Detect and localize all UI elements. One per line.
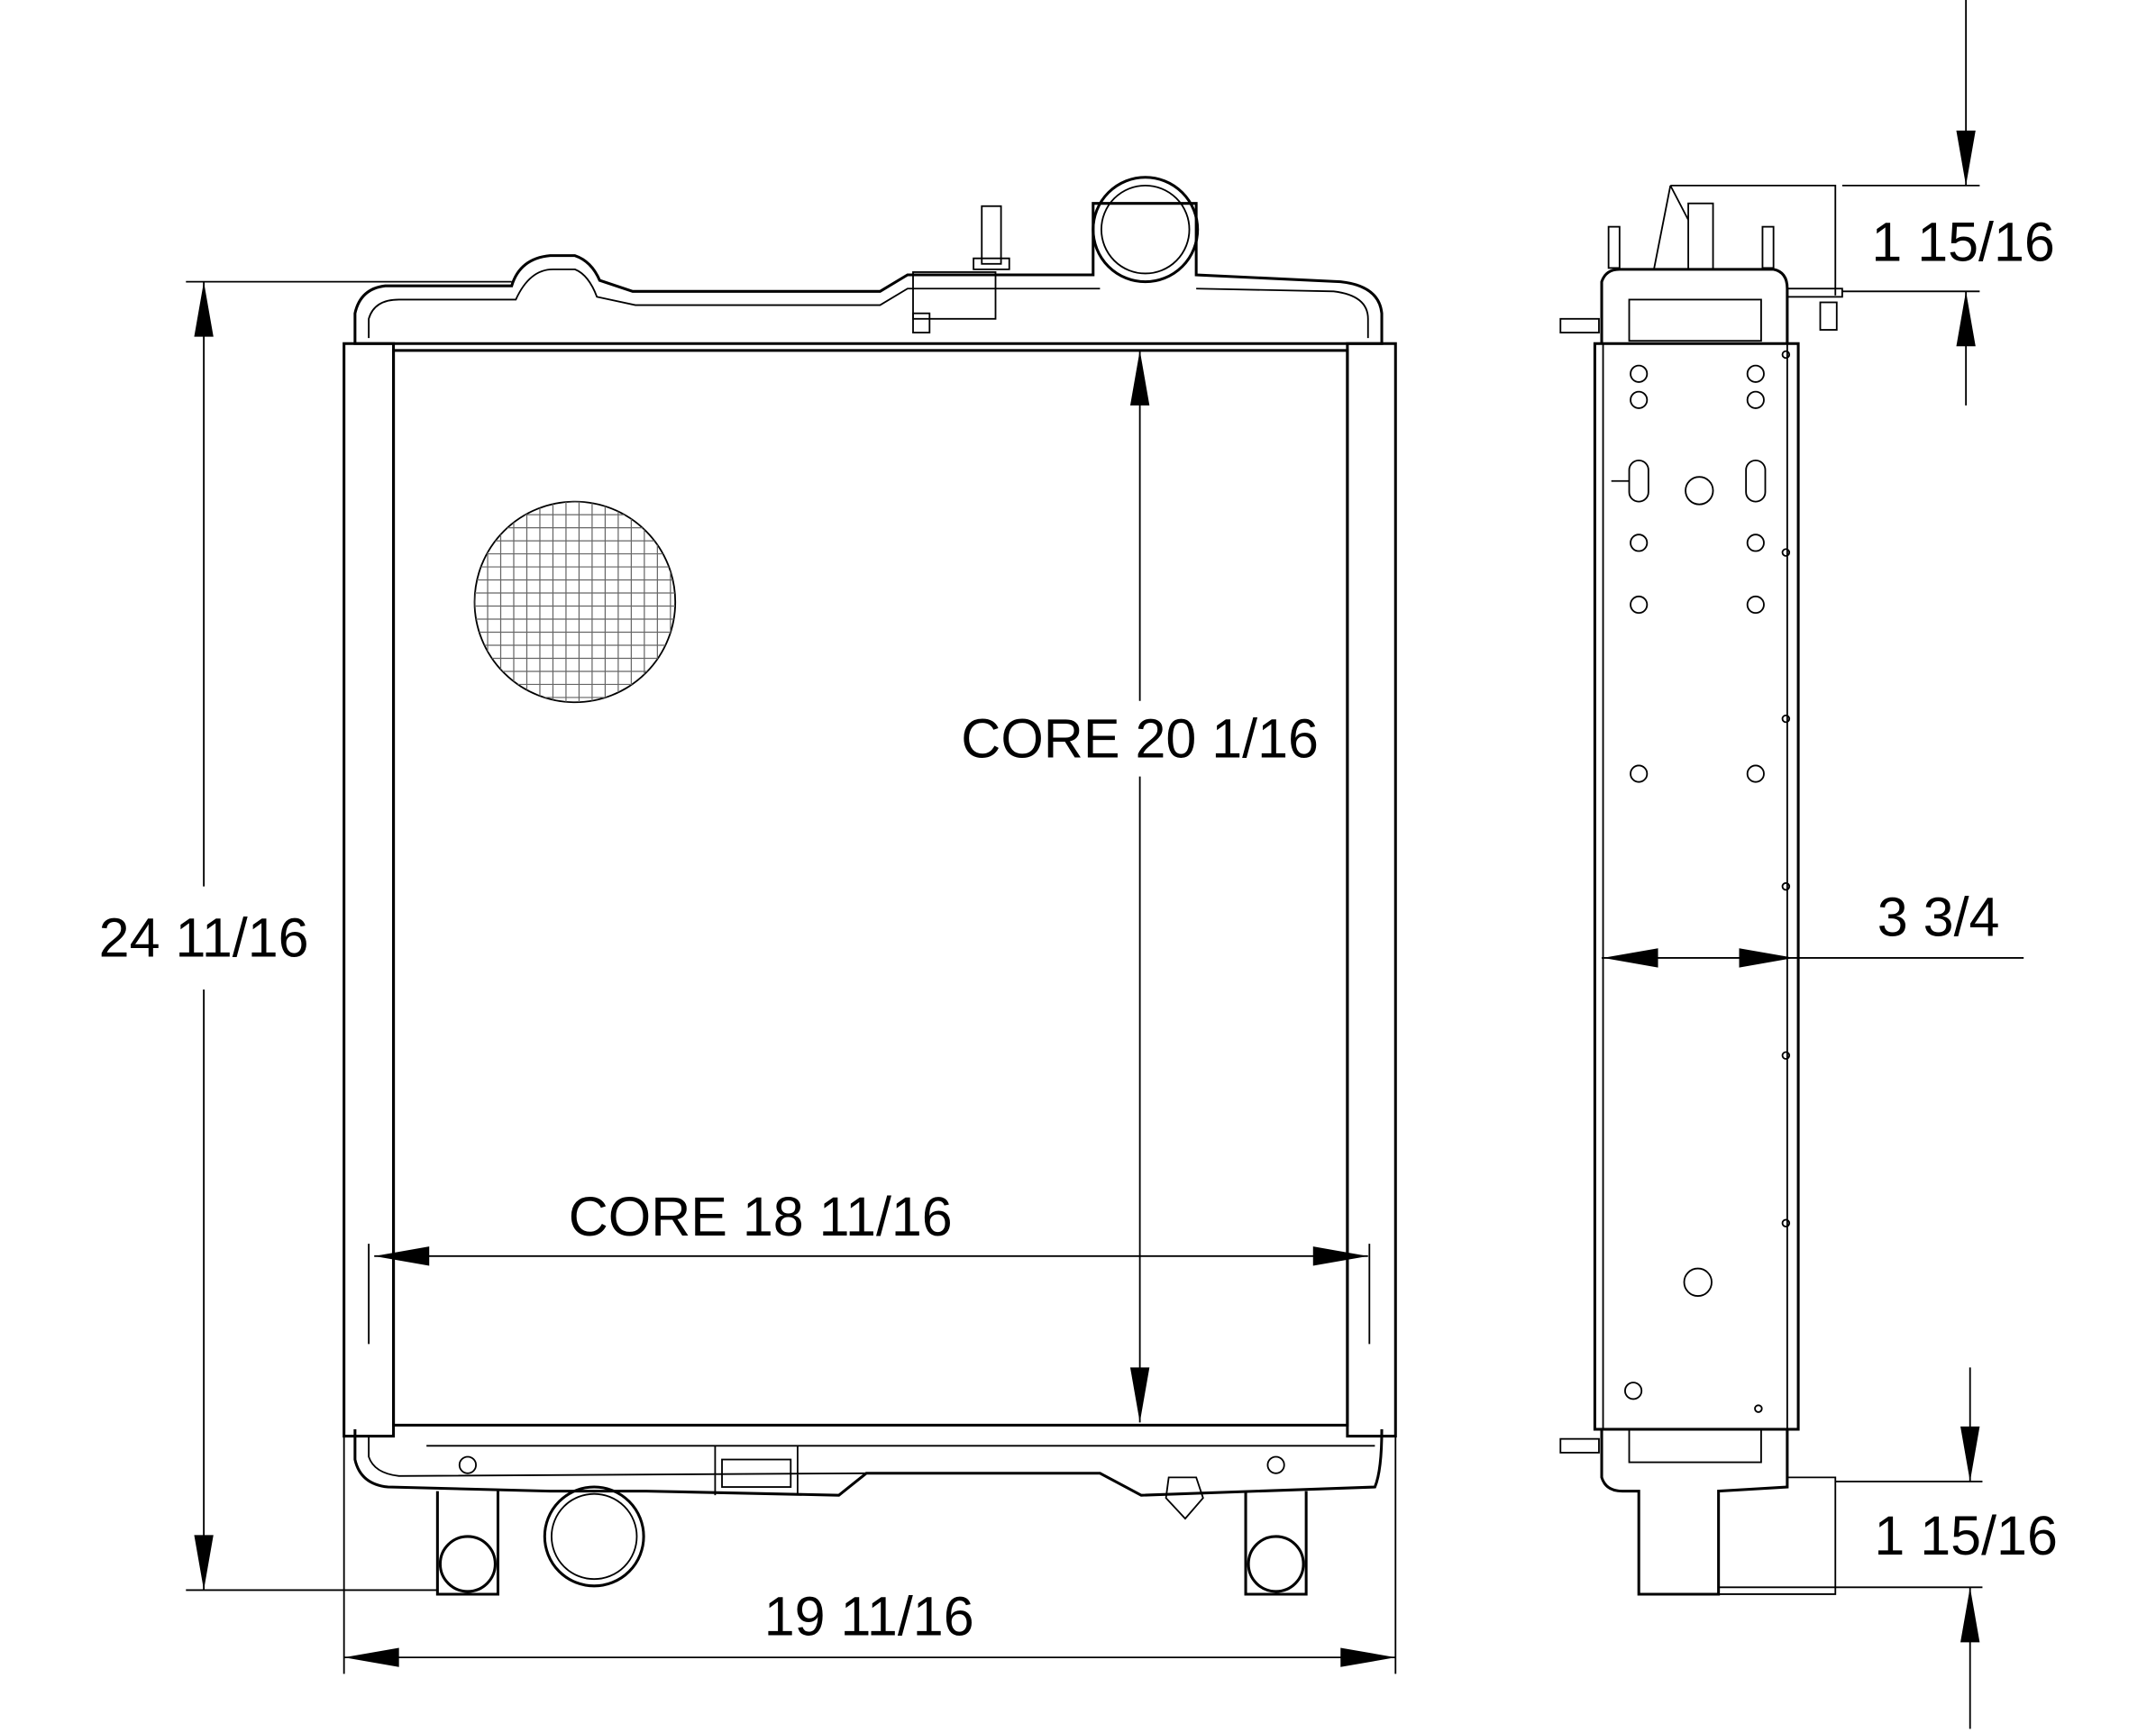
depth-dimension: 3 3/4 bbox=[1602, 887, 2024, 968]
overall-height-label: 24 11/16 bbox=[99, 907, 309, 968]
side-body bbox=[1593, 342, 1800, 1431]
right-side-tank bbox=[1346, 342, 1397, 1438]
hole bbox=[1781, 1051, 1791, 1060]
hole bbox=[1746, 764, 1765, 783]
hole bbox=[1630, 390, 1649, 409]
hole bbox=[1781, 1218, 1791, 1227]
top-tank bbox=[353, 202, 1384, 345]
filler-neck bbox=[1092, 176, 1200, 284]
core-width-label: CORE 18 11/16 bbox=[569, 1186, 953, 1247]
hole bbox=[1746, 595, 1765, 615]
core bbox=[392, 349, 1349, 1427]
bottom-tank-label: 1 15/16 bbox=[1874, 1505, 2057, 1566]
hole bbox=[1746, 364, 1765, 383]
overall-width-label: 19 11/16 bbox=[764, 1586, 974, 1647]
hole bbox=[1630, 764, 1649, 783]
bottom-tank bbox=[353, 1428, 1384, 1596]
mounting-holes bbox=[1624, 350, 1791, 1413]
hole bbox=[1685, 476, 1714, 506]
hole bbox=[1754, 1404, 1763, 1413]
fan-shroud-mesh bbox=[473, 500, 677, 704]
side-view: 1 15/16 3 3/4 1 15/16 bbox=[1559, 0, 2058, 1729]
top-tank-dimension: 1 15/16 bbox=[1841, 0, 2055, 406]
hole bbox=[1746, 390, 1765, 409]
hole bbox=[1746, 534, 1765, 552]
hole bbox=[1630, 595, 1649, 615]
hole bbox=[1781, 350, 1791, 360]
core-height-label: CORE 20 1/16 bbox=[961, 707, 1319, 769]
outlet-neck bbox=[543, 1485, 645, 1588]
hole bbox=[1624, 1382, 1643, 1400]
overall-width-dimension: 19 11/16 bbox=[343, 1436, 1397, 1674]
depth-label: 3 3/4 bbox=[1877, 887, 2000, 948]
bottom-tank-dimension: 1 15/16 bbox=[1718, 1367, 2058, 1729]
front-view: 24 11/16 CORE 20 1/16 CORE 18 11/16 19 1… bbox=[99, 176, 1397, 1674]
hole bbox=[1781, 881, 1791, 891]
hole bbox=[1683, 1267, 1713, 1297]
top-tank-label: 1 15/16 bbox=[1871, 212, 2054, 273]
overall-height-dimension: 24 11/16 bbox=[99, 280, 512, 1592]
core-height-dimension: CORE 20 1/16 bbox=[961, 350, 1319, 1423]
hole bbox=[1781, 714, 1791, 724]
hole bbox=[1630, 364, 1649, 383]
core-width-dimension: CORE 18 11/16 bbox=[368, 1186, 1371, 1345]
hole bbox=[1781, 548, 1791, 557]
hole bbox=[1630, 534, 1649, 552]
